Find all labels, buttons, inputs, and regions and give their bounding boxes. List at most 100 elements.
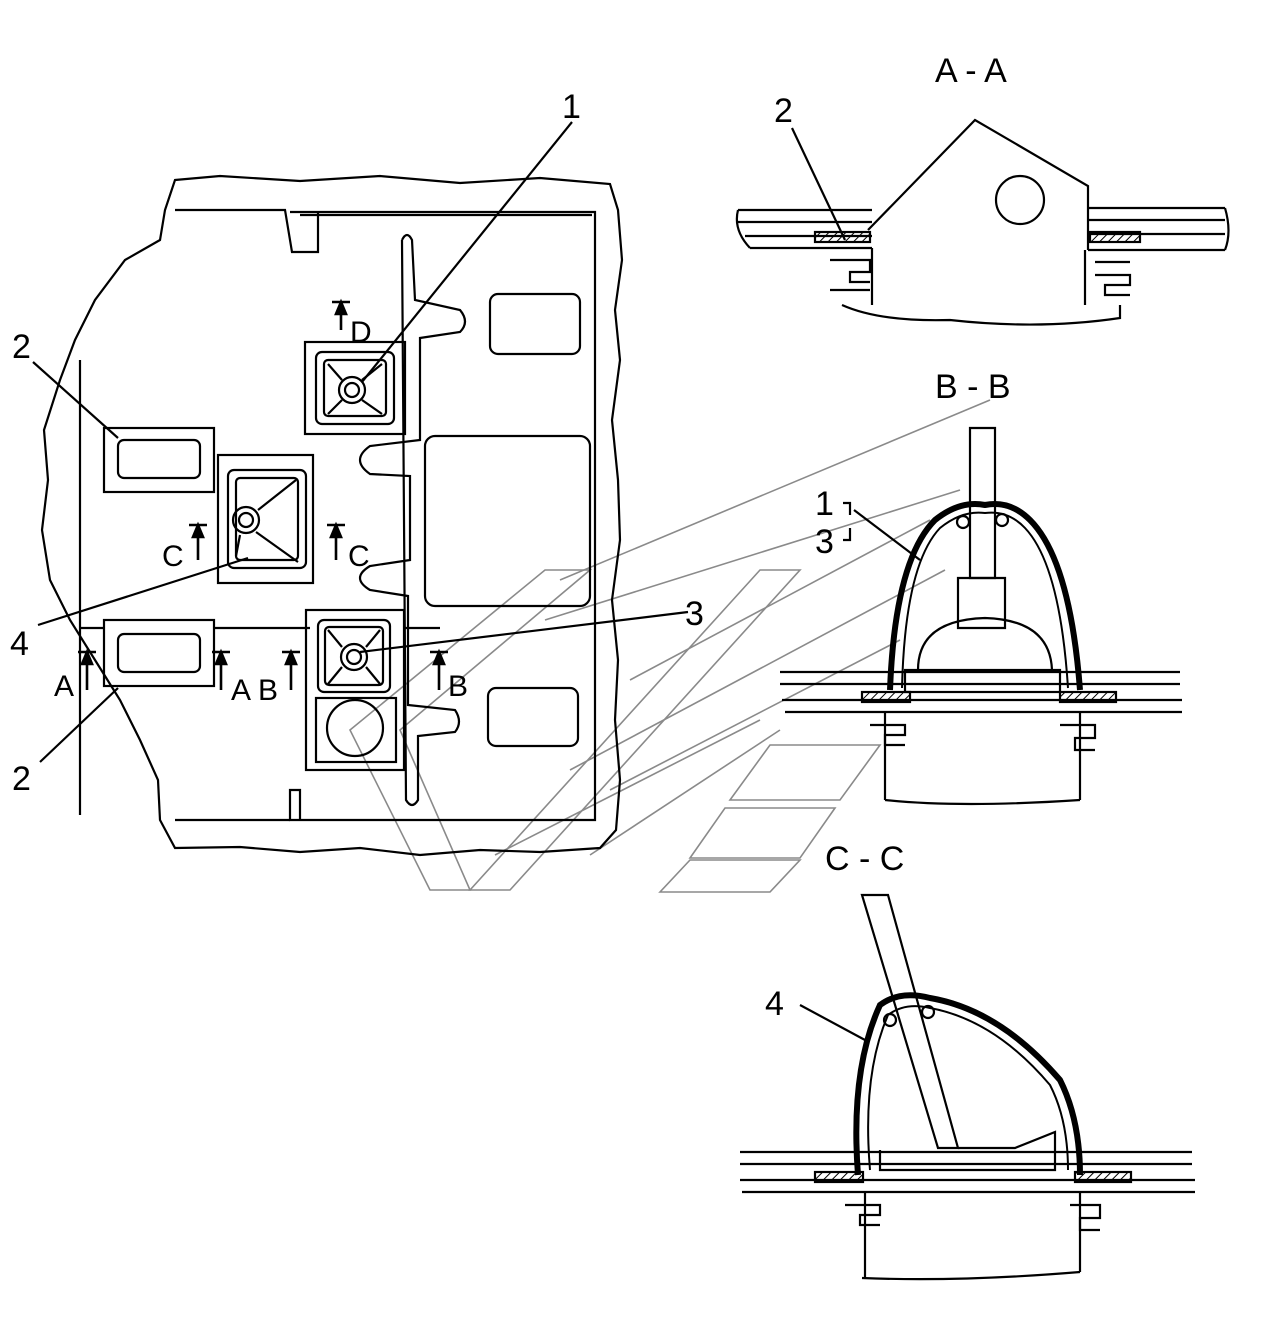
section-mark-a-right: A [231, 674, 251, 707]
boot-4-frame [216, 453, 315, 585]
boot-3-ring [339, 642, 369, 672]
section-arrows [78, 298, 448, 690]
ghost-leader-2 [544, 489, 961, 621]
ghost-chevron-1 [348, 569, 593, 891]
bb-floor [780, 670, 1182, 714]
cc-side-walls [863, 1192, 1082, 1278]
cc-leader-4 [799, 1004, 866, 1041]
cc-boot-inner [867, 1005, 1069, 1171]
bb-callout-3: 3 [815, 523, 834, 561]
section-aa [735, 118, 1230, 326]
bb-bracket [843, 501, 852, 542]
ghost-parallelogram-2 [688, 807, 837, 859]
aa-cover-hole [994, 174, 1046, 226]
aa-floor-ends [735, 207, 1230, 251]
aa-leader-2 [791, 127, 846, 241]
callout-3: 3 [685, 595, 704, 633]
section-bb [780, 426, 1182, 806]
cc-base [878, 1130, 1057, 1172]
bb-lever-hub [956, 576, 1007, 630]
ghost-leader-5 [494, 719, 761, 856]
aa-title: A - A [935, 52, 1007, 90]
pad-lower-left [102, 618, 216, 688]
section-mark-c-right: C [348, 540, 370, 573]
boot-3-outer [316, 618, 392, 694]
slot-lower-right [486, 686, 580, 748]
section-mark-c-left: C [162, 540, 184, 573]
plate-break-outline [40, 174, 624, 857]
section-cc [740, 893, 1195, 1281]
cc-boot-bead-right [920, 1004, 936, 1020]
leader-2-bottom [39, 687, 119, 763]
leader-3 [359, 610, 689, 654]
cc-clips [845, 1203, 1102, 1232]
boot-1-ring [337, 375, 367, 405]
boot-1-hole [343, 381, 361, 399]
callout-1: 1 [562, 88, 581, 126]
large-slot-right [423, 434, 592, 608]
plan-view [32, 121, 689, 857]
arrow-b-right [430, 648, 448, 690]
arrow-b-left [282, 648, 300, 690]
cc-callout-4: 4 [765, 985, 784, 1023]
ghost-leader-1 [559, 399, 991, 581]
ghost-leader-3 [569, 569, 946, 771]
cc-boot-outer [853, 992, 1083, 1176]
section-mark-a-left: A [54, 670, 74, 703]
boot-3-housing [314, 696, 398, 764]
bb-callout-1: 1 [815, 485, 834, 523]
ghost-parallelogram-3 [658, 859, 802, 893]
bb-boot-bead-right [994, 512, 1010, 528]
bb-boot-bead-left [955, 514, 971, 530]
aa-side-walls [870, 248, 1087, 305]
aa-floor-left [738, 208, 872, 250]
boot-3-folds [327, 629, 381, 685]
bb-boot-inner [901, 511, 1069, 689]
pad-lower-left-slot [116, 632, 202, 674]
section-mark-b-right: B [448, 670, 468, 703]
callout-2-bottom: 2 [12, 760, 31, 798]
boot-3-inner [323, 625, 385, 687]
aa-bottom-break [841, 303, 1122, 326]
cc-bottom-break [861, 1270, 1081, 1281]
boot-4-inner [234, 476, 300, 562]
bb-boot-outer [887, 501, 1083, 691]
cc-floor [740, 1150, 1195, 1194]
aa-seal-right [1088, 230, 1142, 244]
aa-cover [867, 118, 1090, 250]
arrow-a-left [78, 648, 96, 690]
boot-4-hole [237, 511, 255, 529]
boot-1-outer [314, 350, 396, 426]
boot-3-hole [345, 648, 363, 666]
bb-leader-13 [853, 509, 921, 561]
boot-3-housing-circle [325, 698, 385, 758]
center-spine [358, 233, 467, 807]
ghost-parallelogram-1 [728, 744, 882, 801]
bb-seal-right [1058, 690, 1118, 704]
pad-upper-left [102, 426, 216, 494]
boot-3-frame [304, 608, 406, 772]
ghost-leader-4 [609, 639, 901, 791]
cc-title: C - C [825, 840, 904, 878]
ghost-chevron-2 [468, 569, 802, 891]
pad-upper-left-slot [116, 438, 202, 480]
callout-2-top: 2 [12, 328, 31, 366]
section-mark-b-left: B [258, 674, 278, 707]
ghost-leader-7 [629, 519, 931, 681]
ghost-arrows [348, 399, 991, 893]
boot-1-inner [322, 358, 388, 418]
boot-1-folds [327, 363, 383, 415]
inner-panel-top-left [175, 208, 320, 254]
leader-2-top [32, 361, 119, 439]
bb-clips [870, 723, 1097, 752]
section-mark-d: D [350, 316, 372, 349]
bb-bottom-break [884, 798, 1081, 806]
bb-title: B - B [935, 368, 1011, 406]
boot-4-folds [234, 479, 299, 563]
aa-callout-2: 2 [774, 92, 793, 130]
aa-clips [830, 258, 1132, 297]
boot-4-ring [231, 505, 261, 535]
arrow-d [332, 298, 350, 330]
